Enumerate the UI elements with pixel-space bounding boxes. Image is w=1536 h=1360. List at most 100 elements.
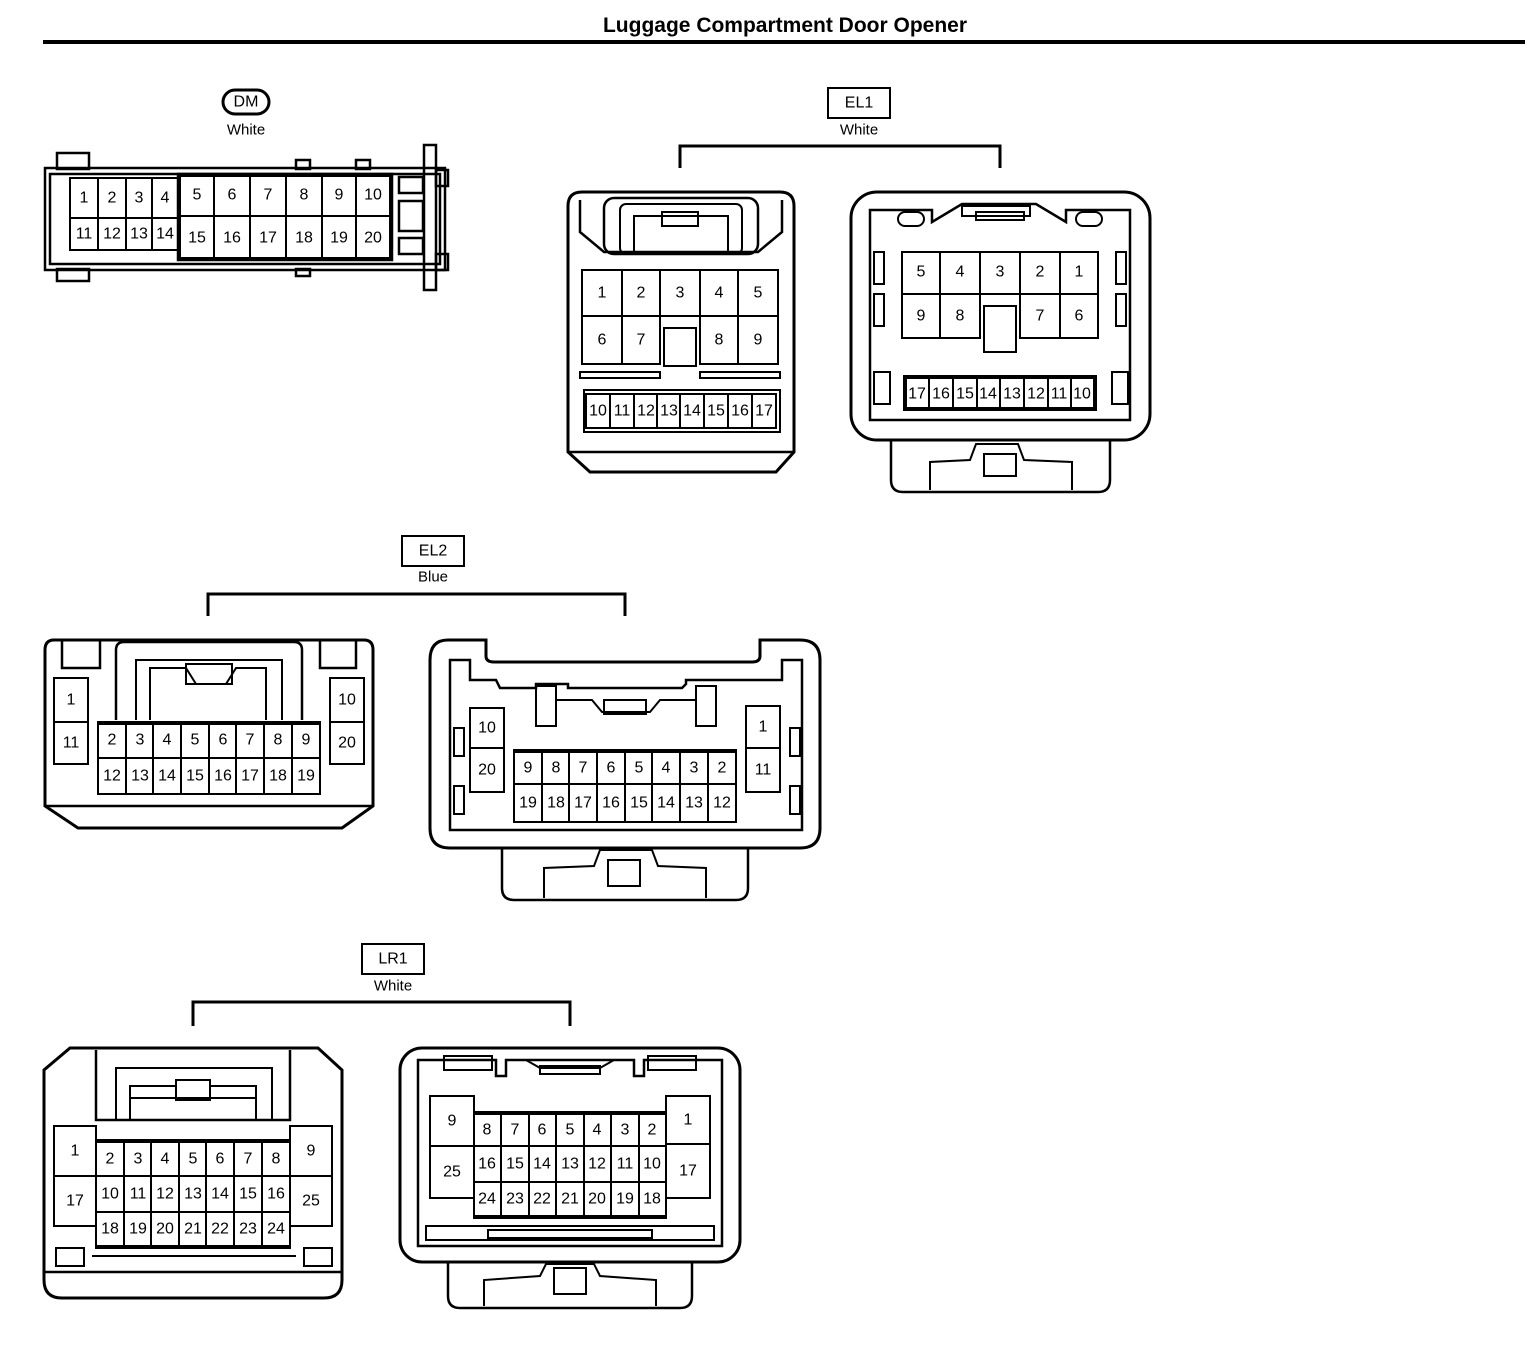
el1-right-housing: [849, 190, 1152, 442]
lr1-view-right: 9 25 1 17 8 7 6 5 4 3 2 16 15 14 13 12 1…: [398, 1046, 742, 1310]
el1-left-pin: 14: [683, 403, 701, 420]
lr1-right-pin: 23: [506, 1191, 524, 1208]
el1-left-pin: 1: [598, 285, 607, 302]
dm-pin: 13: [130, 226, 148, 243]
el2-left-pin: 2: [108, 732, 117, 749]
el1-right-pin: 4: [956, 264, 965, 281]
el2-left-pin: 1: [67, 692, 76, 709]
el1-view-left: 1 2 3 4 5 6 7 8 9 10 11 12 13 14 15 16 1…: [566, 190, 796, 474]
lr1-right-pin: 22: [533, 1191, 551, 1208]
el2-right-pin: 19: [519, 795, 537, 812]
dm-code-badge: [221, 88, 271, 116]
lr1-right-pin: 18: [643, 1191, 661, 1208]
el2-left-pin: 10: [338, 692, 356, 709]
lr1-code-label: LR1: [378, 951, 407, 968]
lr1-right-pin: 3: [621, 1122, 630, 1139]
el2-right-pin: 4: [662, 760, 671, 777]
lr1-left-housing: [42, 1046, 344, 1300]
el1-right-pin: 5: [917, 264, 926, 281]
el1-right-pin: 15: [956, 386, 974, 403]
dm-pin: 10: [364, 187, 382, 204]
dm-pin: 8: [300, 187, 309, 204]
dm-pin: 5: [193, 187, 202, 204]
el1-right-pin: 8: [956, 308, 965, 325]
dm-pin-grid: 1 2 3 4 5 6 7 8 9 10 11 12 13 14 15 16 1…: [69, 175, 391, 259]
lr1-right-pin: 10: [643, 1156, 661, 1173]
el1-right-pin: 12: [1027, 386, 1045, 403]
lr1-left-pin: 16: [267, 1186, 285, 1203]
el2-right-pin: 3: [690, 760, 699, 777]
el1-left-pin: 6: [598, 332, 607, 349]
el1-left-pin: 5: [754, 285, 763, 302]
el2-left-housing: [43, 638, 375, 830]
el1-right-pin: 1: [1075, 264, 1084, 281]
el2-bracket: [206, 592, 627, 616]
title-underline: [43, 40, 1525, 44]
el2-right-pin: 14: [657, 795, 675, 812]
dm-pin: 18: [295, 230, 313, 247]
lr1-left-pins: 1 17 9 25 2 3 4 5 6 7 8 10 11 12 13 14 1…: [53, 1125, 333, 1249]
lr1-right-pin: 16: [478, 1156, 496, 1173]
el1-right-pin: 6: [1075, 308, 1084, 325]
dm-pin: 4: [161, 190, 170, 207]
el1-right-pin: 10: [1073, 386, 1091, 403]
lr1-left-pin: 2: [106, 1151, 115, 1168]
dm-pin: 3: [135, 190, 144, 207]
el2-right-pin: 2: [718, 760, 727, 777]
lr1-right-pin: 5: [566, 1122, 575, 1139]
lr1-left-pin: 22: [211, 1221, 229, 1238]
el2-right-pins: 10 20 1 11 9 8 7 6 5 4 3 2 19 18 17 16 1…: [469, 705, 781, 823]
lr1-right-pin: 20: [588, 1191, 606, 1208]
el2-left-pin: 4: [163, 732, 172, 749]
lr1-right-pin: 6: [538, 1122, 547, 1139]
dm-pin-row-bottom: 11 12 13 14 15 16 17 18 19 20: [69, 215, 391, 259]
lr1-left-pin: 4: [161, 1151, 170, 1168]
el1-left-pin: 7: [637, 332, 646, 349]
el1-right-pin: 3: [996, 264, 1005, 281]
el1-right-pin: 16: [932, 386, 950, 403]
lr1-bracket: [191, 1000, 572, 1026]
lr1-right-pin: 15: [506, 1156, 524, 1173]
el1-right-pin: 7: [1036, 308, 1045, 325]
el1-view-right: 5 4 3 2 1 9 8 7 6 17 16 15 14 13 12 11 1…: [849, 190, 1152, 494]
el2-left-pin: 13: [131, 768, 149, 785]
lr1-left-pin: 15: [239, 1186, 257, 1203]
el2-left-pin: 9: [302, 732, 311, 749]
connector-el1: EL1 White 1 2 3 4 5 6 7 8 9: [566, 87, 1152, 494]
el2-right-pin: 1: [759, 719, 768, 736]
lr1-color-label: White: [374, 978, 412, 995]
lr1-left-pin: 6: [216, 1151, 225, 1168]
connector-dm: DM White 1 2 3 4 5 6: [43, 88, 450, 292]
el1-left-pin: 11: [614, 403, 631, 420]
dm-pin: 7: [264, 187, 273, 204]
el2-right-pin: 7: [579, 760, 588, 777]
page-title: Luggage Compartment Door Opener: [602, 14, 968, 37]
el2-right-pin: 17: [574, 795, 592, 812]
lr1-right-pin: 14: [533, 1156, 551, 1173]
el2-right-pin: 12: [713, 795, 731, 812]
connector-el2: EL2 Blue 1 11 10 20 2 3 4 5 6: [43, 535, 822, 902]
el1-right-pin: 14: [979, 386, 997, 403]
lr1-left-pin: 24: [267, 1221, 285, 1238]
lr1-right-pin: 25: [443, 1164, 461, 1181]
lr1-left-pin: 7: [244, 1151, 253, 1168]
el2-right-pin: 13: [685, 795, 703, 812]
lr1-left-pin: 11: [130, 1186, 147, 1203]
el1-left-pin: 12: [637, 403, 655, 420]
lr1-left-pin: 1: [71, 1143, 80, 1160]
lr1-right-pin: 9: [448, 1113, 457, 1130]
el1-left-pin: 4: [715, 285, 724, 302]
dm-pin: 2: [108, 190, 117, 207]
el1-left-pin: 2: [637, 285, 646, 302]
lr1-right-pin: 21: [561, 1191, 579, 1208]
dm-pin-row-top: 1 2 3 4 5 6 7 8 9 10: [69, 175, 391, 219]
lr1-left-pin: 12: [156, 1186, 174, 1203]
el2-left-pin: 18: [269, 768, 287, 785]
lr1-right-pin: 19: [616, 1191, 634, 1208]
el1-code-badge: [827, 87, 891, 119]
lr1-right-pin: 1: [684, 1112, 693, 1129]
el2-right-pin: 16: [602, 795, 620, 812]
lr1-right-pin: 8: [483, 1122, 492, 1139]
dm-pin: 20: [364, 230, 382, 247]
dm-color-label: White: [227, 122, 265, 139]
